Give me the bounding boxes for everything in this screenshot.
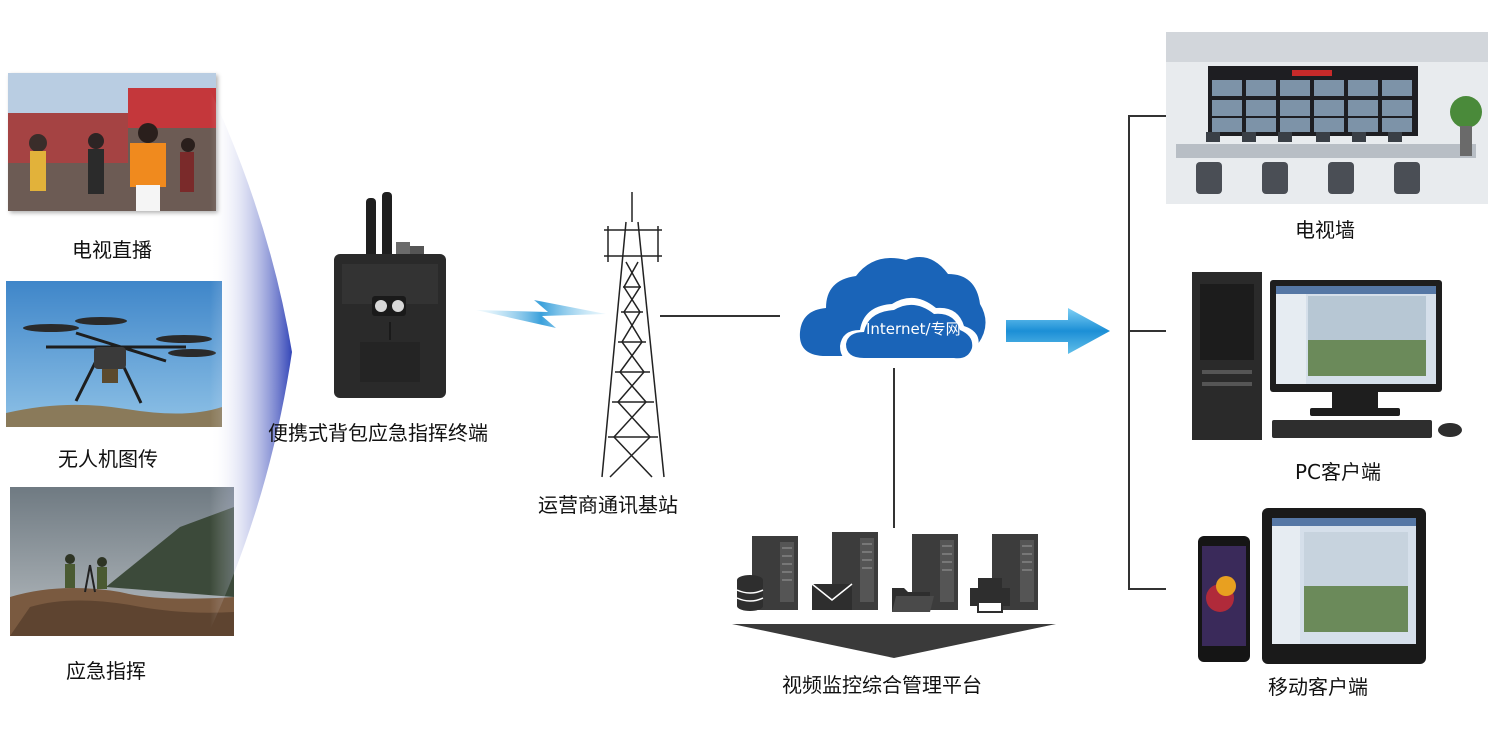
internet-cloud (798, 252, 990, 370)
drone-label: 无人机图传 (58, 447, 158, 471)
pc-client-image (1192, 270, 1464, 442)
tv-live-label: 电视直播 (72, 238, 152, 262)
connector-cloud-platform (893, 368, 895, 528)
server-mail-icon (811, 532, 878, 610)
server-printer-icon (970, 534, 1038, 613)
cell-tower-icon (594, 192, 672, 482)
terminal-label: 便携式背包应急指挥终端 (268, 421, 488, 445)
tv-wall-label: 电视墙 (1295, 218, 1355, 242)
output-bracket (1126, 115, 1170, 595)
emergency-photo (10, 487, 234, 636)
converge-arrow (210, 80, 300, 640)
server-group (730, 530, 1060, 660)
cloud-label: Internet/专网 (866, 320, 961, 338)
backpack-terminal-device (330, 192, 450, 400)
output-arrow-icon (1006, 306, 1112, 356)
emergency-label: 应急指挥 (66, 659, 146, 683)
platform-label: 视频监控综合管理平台 (782, 673, 982, 697)
pc-client-label: PC客户端 (1295, 460, 1382, 484)
mobile-client-image (1196, 506, 1430, 666)
tower-label: 运营商通讯基站 (538, 493, 678, 517)
wireless-signal-icon (476, 296, 606, 330)
drone-photo (6, 281, 222, 427)
connector-tower-cloud (660, 315, 780, 317)
tv-wall-photo (1166, 32, 1488, 204)
mobile-client-label: 移动客户端 (1268, 675, 1368, 699)
tv-live-photo (8, 73, 216, 211)
server-database-icon (736, 536, 798, 611)
server-folder-icon (892, 534, 958, 612)
